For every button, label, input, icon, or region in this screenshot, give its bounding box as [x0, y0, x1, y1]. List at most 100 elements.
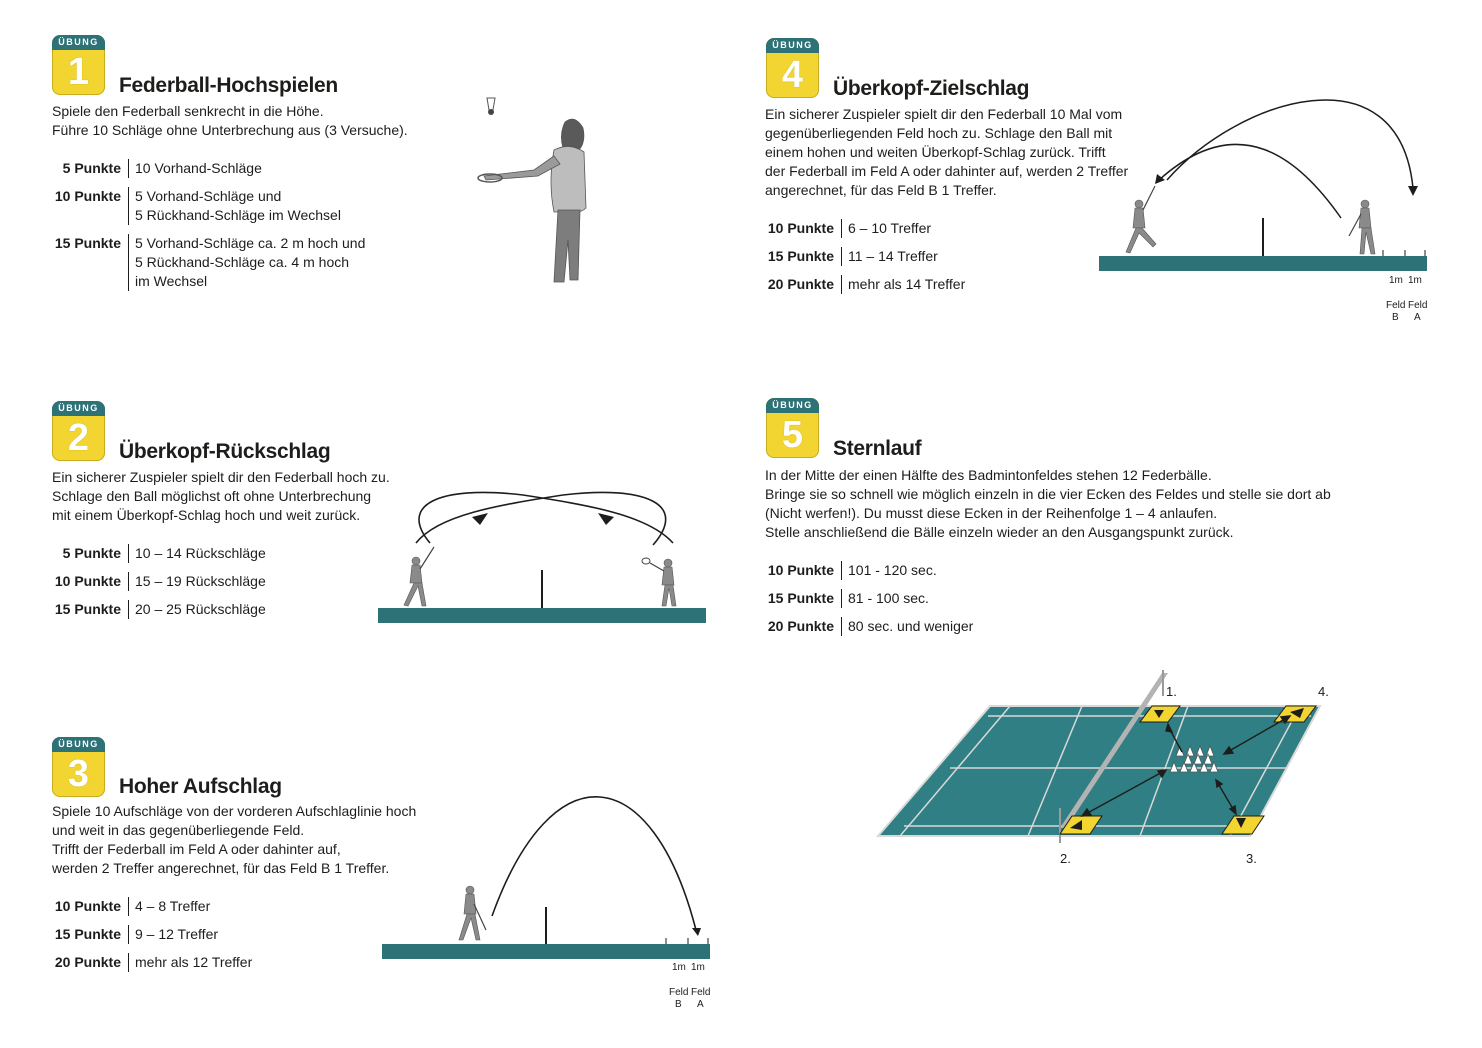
- exercise-4-description: Ein sicherer Zuspieler spielt dir den Fe…: [765, 106, 1129, 198]
- exercise-4-title: Überkopf-Zielschlag: [833, 77, 1030, 100]
- court-floor: [1099, 256, 1427, 271]
- shuttlecock-icon: [486, 97, 496, 115]
- score-value: 10 – 14 Rückschläge: [128, 544, 266, 563]
- score-row: 15 Punkte 11 – 14 Treffer: [765, 247, 965, 275]
- exercise-2-diagram: [378, 491, 706, 623]
- court-floor: [382, 944, 710, 959]
- exercise-2-title: Überkopf-Rückschlag: [119, 440, 331, 463]
- run-arrows: [1080, 715, 1292, 817]
- score-row: 10 Punkte 5 Vorhand-Schläge und 5 Rückha…: [52, 187, 365, 234]
- arrowhead-icon: [692, 928, 701, 936]
- score-row: 20 Punkte 80 sec. und weniger: [765, 617, 973, 636]
- exercise-1-title: Federball-Hochspielen: [119, 74, 338, 97]
- court-floor: [378, 608, 706, 623]
- score-value: 15 – 19 Rückschläge: [128, 572, 266, 591]
- exercise-1-description: Spiele den Federball senkrecht in die Hö…: [52, 103, 408, 138]
- score-points: 5 Punkte: [62, 545, 121, 561]
- exercise-4-scores: 10 Punkte 6 – 10 Treffer 15 Punkte 11 – …: [765, 219, 965, 294]
- badge-label: ÜBUNG: [766, 38, 819, 53]
- badge-number: 5: [781, 414, 804, 456]
- score-points: 15 Punkte: [54, 926, 121, 942]
- score-value: 81 - 100 sec.: [841, 589, 929, 608]
- exercise-3-badge: ÜBUNG 3: [52, 737, 105, 797]
- score-points: 10 Punkte: [767, 562, 834, 578]
- score-value: 80 sec. und weniger: [841, 617, 973, 636]
- badge-number: 4: [781, 54, 804, 96]
- exercise-3-scores: 10 Punkte 4 – 8 Treffer 15 Punkte 9 – 12…: [52, 897, 252, 972]
- trajectory-arrow: [415, 491, 667, 546]
- score-value: 20 – 25 Rückschläge: [128, 600, 266, 619]
- arrowhead-icon: [1155, 174, 1165, 184]
- badge-number: 2: [67, 417, 90, 459]
- score-row: 10 Punkte 6 – 10 Treffer: [765, 219, 965, 247]
- score-row: 5 Punkte 10 Vorhand-Schläge: [52, 159, 365, 187]
- arrowhead-icon: [598, 513, 614, 525]
- score-points: 20 Punkte: [54, 954, 121, 970]
- exercise-5-title: Sternlauf: [833, 437, 922, 460]
- badge-label: ÜBUNG: [766, 398, 819, 413]
- badge-number: 3: [67, 753, 90, 795]
- score-row: 10 Punkte 4 – 8 Treffer: [52, 897, 252, 925]
- score-row: 15 Punkte 9 – 12 Treffer: [52, 925, 252, 953]
- corner-label-1: 1.: [1166, 684, 1177, 699]
- score-value: 5 Vorhand-Schläge ca. 2 m hoch und 5 Rüc…: [128, 234, 365, 291]
- badge-label: ÜBUNG: [52, 401, 105, 416]
- distance-label: 1m: [1389, 275, 1403, 286]
- badge-label: ÜBUNG: [52, 737, 105, 752]
- score-points: 20 Punkte: [767, 618, 834, 634]
- exercise-2-description: Ein sicherer Zuspieler spielt dir den Fe…: [52, 469, 390, 523]
- score-points: 10 Punkte: [54, 573, 121, 589]
- score-points: 15 Punkte: [767, 590, 834, 606]
- score-value: 4 – 8 Treffer: [128, 897, 210, 916]
- cone-marker: [1059, 815, 1103, 835]
- score-points: 10 Punkte: [54, 188, 121, 204]
- score-value: 10 Vorhand-Schläge: [128, 159, 262, 178]
- exercise-1-scores: 5 Punkte 10 Vorhand-Schläge 10 Punkte 5 …: [52, 159, 365, 291]
- score-value: 101 - 120 sec.: [841, 561, 937, 580]
- score-row: 10 Punkte 15 – 19 Rückschläge: [52, 572, 266, 600]
- score-points: 15 Punkte: [767, 248, 834, 264]
- exercise-5-scores: 10 Punkte 101 - 120 sec. 15 Punkte 81 - …: [765, 561, 973, 636]
- score-value: mehr als 12 Treffer: [128, 953, 252, 972]
- score-points: 5 Punkte: [62, 160, 121, 176]
- net: [1060, 673, 1168, 828]
- score-value: 9 – 12 Treffer: [128, 925, 218, 944]
- corner-label-2: 2.: [1060, 851, 1071, 866]
- score-points: 20 Punkte: [767, 276, 834, 292]
- player-figure: [641, 557, 677, 607]
- score-value: 6 – 10 Treffer: [841, 219, 931, 238]
- badge-number: 1: [67, 51, 90, 93]
- player-figure: [403, 546, 435, 607]
- trajectory-arrow: [1166, 99, 1414, 189]
- trajectory-arrow: [491, 796, 697, 931]
- player-figure: [458, 885, 487, 941]
- score-value: 11 – 14 Treffer: [841, 247, 938, 266]
- score-value: 5 Vorhand-Schläge und 5 Rückhand-Schläge…: [128, 187, 341, 225]
- score-row: 20 Punkte mehr als 14 Treffer: [765, 275, 965, 294]
- player-illustration: [477, 97, 587, 283]
- corner-label-3: 3.: [1246, 851, 1257, 866]
- trajectory-arrow: [1158, 143, 1342, 219]
- score-points: 10 Punkte: [54, 898, 121, 914]
- score-row: 20 Punkte mehr als 12 Treffer: [52, 953, 252, 972]
- shuttlecock-group: [1169, 744, 1219, 773]
- arrowhead-icon: [472, 513, 488, 525]
- score-points: 15 Punkte: [54, 235, 121, 251]
- exercise-3-title: Hoher Aufschlag: [119, 775, 282, 798]
- score-row: 10 Punkte 101 - 120 sec.: [765, 561, 973, 589]
- corner-label-4: 4.: [1318, 684, 1329, 699]
- exercise-5-description: In der Mitte der einen Hälfte des Badmin…: [765, 467, 1331, 540]
- distance-label: 1m: [1408, 275, 1422, 286]
- score-row: 15 Punkte 81 - 100 sec.: [765, 589, 973, 617]
- exercise-5-badge: ÜBUNG 5: [766, 398, 819, 458]
- exercise-2-scores: 5 Punkte 10 – 14 Rückschläge 10 Punkte 1…: [52, 544, 266, 619]
- cone-marker: [1221, 815, 1265, 835]
- score-points: 15 Punkte: [54, 601, 121, 617]
- exercise-2-badge: ÜBUNG 2: [52, 401, 105, 461]
- exercise-4-badge: ÜBUNG 4: [766, 38, 819, 98]
- exercise-5-court-diagram: 1. 2. 3. 4.: [875, 670, 1329, 866]
